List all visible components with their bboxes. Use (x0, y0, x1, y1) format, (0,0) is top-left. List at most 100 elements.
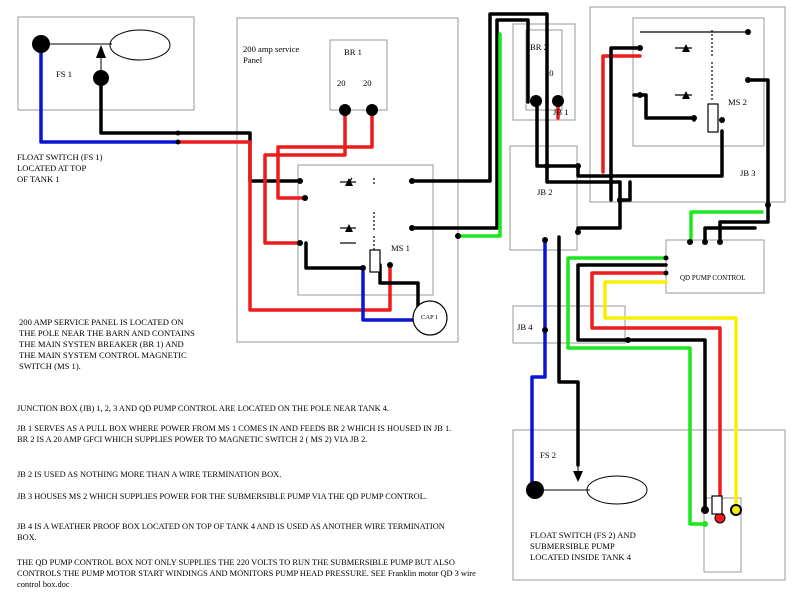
node-1 (175, 130, 181, 136)
node-19 (637, 92, 643, 98)
wire-fs1-blue (39, 43, 180, 144)
br2-box (525, 29, 563, 111)
node-26 (717, 239, 723, 245)
wire-jb3-qd-a (718, 203, 770, 244)
wire-ms1-to-jb1-lower (410, 18, 530, 230)
wire-br1-red-right (276, 108, 374, 200)
wire-ms1-coil-cap (378, 263, 420, 320)
node-15 (542, 237, 548, 243)
fs2-caption: FLOAT SWITCH (FS 2) AND SUBMERSIBLE PUMP… (530, 530, 636, 562)
terminal-pump-green (702, 521, 708, 527)
fs1-caption: FLOAT SWITCH (FS 1) LOCATED AT TOP OF TA… (17, 152, 103, 184)
node-8 (455, 233, 461, 239)
tank4-box (512, 429, 786, 581)
jb2-label: JB 2 (537, 187, 553, 197)
wire-jb2-blue (530, 238, 547, 492)
note-junction-boxes: JUNCTION BOX (JB) 1, 2, 3 AND QD PUMP CO… (17, 404, 390, 413)
wire-jb3-qd-b (703, 226, 757, 244)
ms1-label: MS 1 (391, 243, 410, 253)
fs1-arrow-icon (96, 45, 106, 58)
jb3-label: JB 3 (740, 168, 756, 178)
wire-jb2-jb3-black-upper (576, 129, 724, 178)
node-12 (544, 163, 550, 169)
br1-left-rating: 20 (337, 78, 346, 88)
wire-ms1-blue (361, 270, 416, 322)
wire-qd-green (566, 256, 706, 526)
node-7 (409, 225, 415, 231)
br2-rating: 20 (545, 68, 554, 78)
br1-box (329, 39, 388, 111)
node-21 (691, 115, 697, 121)
fs1-box (17, 16, 195, 111)
qd-control-box (665, 239, 765, 294)
capacitor-icon (412, 300, 448, 336)
ms2-label: MS 2 (728, 97, 747, 107)
panel-caption: 200 AMP SERVICE PANEL IS LOCATED ON THE … (19, 317, 195, 371)
node-20 (745, 77, 751, 83)
node-27 (663, 255, 669, 261)
wire-ms1-internal (304, 241, 365, 270)
br1-label: BR 1 (344, 47, 362, 57)
jb1-box (512, 23, 576, 121)
terminal-br2-right (552, 95, 564, 107)
relay-coil-icon (369, 249, 381, 273)
node-6 (297, 240, 303, 246)
terminal-br1-right (366, 104, 378, 116)
node-28 (663, 270, 669, 276)
node-29 (542, 327, 548, 333)
note-jb4: JB 4 IS A WEATHER PROOF BOX LOCATED ON T… (17, 522, 445, 542)
wire-qd-red (590, 271, 722, 520)
wire-ms1-to-jb1-upper (410, 12, 549, 183)
terminal-fs1-common (32, 35, 50, 53)
node-16 (617, 197, 623, 203)
node-22 (719, 117, 725, 123)
fs1-label: FS 1 (56, 69, 73, 79)
wire-ms1-green (456, 32, 502, 238)
wire-jb1-black-b (535, 100, 580, 168)
wire-jb2-jb3-black-lower (576, 180, 632, 234)
jb1-label: JB 1 (553, 107, 569, 117)
node-31 (701, 506, 709, 514)
wire-qd-yellow (603, 280, 738, 510)
pump-motor-icon (711, 495, 723, 515)
node-13 (575, 163, 581, 169)
node-9 (360, 265, 366, 271)
wire-br1-red-left (263, 108, 347, 245)
node-30 (625, 337, 631, 343)
ms1-box (297, 164, 434, 296)
node-4 (409, 178, 415, 184)
note-jb3: JB 3 HOUSES MS 2 WHICH SUPPLIES POWER FO… (17, 492, 427, 501)
jb2-box (509, 145, 578, 251)
terminal-fs2-common (526, 481, 544, 499)
fs2-label: FS 2 (540, 450, 557, 460)
terminal-fs1-lead (93, 70, 109, 86)
node-25 (702, 239, 708, 245)
node-5 (302, 195, 308, 201)
node-23 (765, 202, 771, 208)
wire-jb3-green (689, 210, 764, 244)
br1-right-rating: 20 (363, 78, 372, 88)
wire-fs1-red (176, 140, 392, 312)
wire-ms2-right (746, 78, 770, 207)
wire-jb1-black-a (545, 100, 622, 202)
qd-control-label: QD PUMP CONTROL (680, 274, 746, 282)
node-2 (175, 139, 181, 145)
node-14 (575, 229, 581, 235)
wire-qd-black (576, 263, 707, 512)
terminal-br2-left (530, 95, 542, 107)
note-jb1: JB 1 SERVES AS A PULL BOX WHERE POWER FR… (17, 424, 452, 444)
terminal-br1-left (339, 104, 351, 116)
relay-coil-icon (707, 103, 719, 133)
br2-label: BR 2 (530, 42, 548, 52)
wire-jb2-black-to-ms2 (609, 46, 642, 202)
jb4-label: JB 4 (517, 322, 533, 332)
wire-fs1-black (99, 76, 302, 183)
note-jb2: JB 2 IS USED AS NOTHING MORE THAN A WIRE… (17, 470, 282, 479)
node-3 (297, 178, 303, 184)
jb3-box (589, 6, 786, 203)
float-switch-icon (586, 475, 648, 505)
terminal-pump-yellow (730, 504, 742, 516)
wire-jb2-red (601, 54, 642, 174)
note-qd-control: THE QD PUMP CONTROL BOX NOT ONLY SUPPLIE… (17, 558, 476, 589)
